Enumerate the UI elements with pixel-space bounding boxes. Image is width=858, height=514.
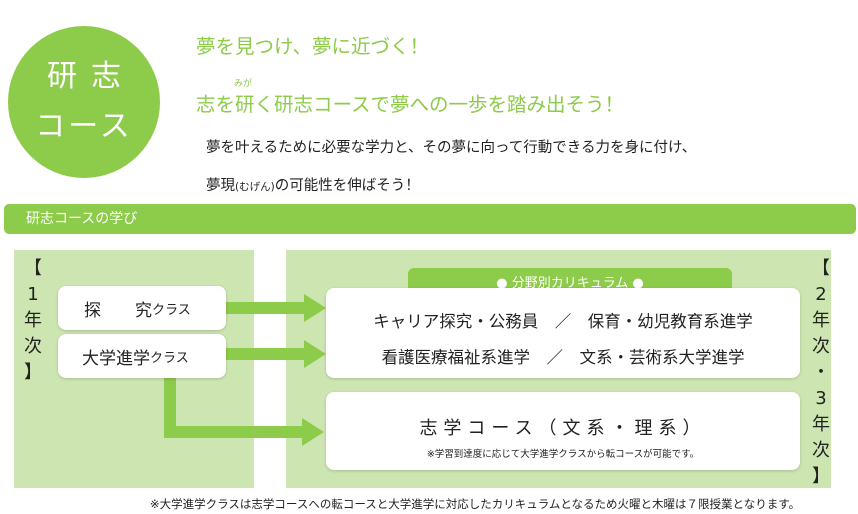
arrow-class2-to-curriculum bbox=[226, 340, 326, 368]
arrow-class1-to-curriculum bbox=[226, 294, 326, 322]
headline-2: 志を研く研志コースで夢への一歩を踏み出そう！ bbox=[196, 93, 625, 116]
shigaku-course-title: 志学コース（文系・理系） bbox=[419, 418, 707, 439]
description-line-1: 夢を叶えるために必要な学力と、その夢に向って行動できる力を身に付け、 bbox=[206, 140, 697, 156]
year1-char: 次 bbox=[24, 336, 42, 357]
year1-char: 年 bbox=[24, 310, 42, 331]
footnote: ※大学進学クラスは志学コースへの転コースと大学進学に対応したカリキュラムとなるた… bbox=[150, 497, 801, 511]
curriculum-line-2: 看護医療福祉系進学 ／ 文系・芸術系大学進学 bbox=[381, 348, 745, 367]
desc2-part-c: の可能性を伸ばそう！ bbox=[274, 178, 420, 194]
year23-char: 年 bbox=[812, 310, 830, 331]
tankyu-class-suffix: クラス bbox=[152, 302, 191, 318]
shigaku-course-box: 志学コース（文系・理系） ※学習到達度に応じて大学進学クラスから転コースが可能で… bbox=[326, 392, 800, 470]
year23-char: 】 bbox=[812, 466, 830, 487]
circle-title-line1: 研志 bbox=[47, 59, 135, 94]
tankyu-class-box: 探 究クラス bbox=[58, 286, 226, 330]
year23-char: 2 bbox=[815, 284, 827, 305]
year1-char: 【 bbox=[24, 258, 42, 279]
desc2-ruby-reading: (むげん) bbox=[235, 181, 275, 193]
year23-char: ・ bbox=[812, 362, 830, 383]
desc2-part-a: 夢現 bbox=[206, 178, 235, 194]
circle-title-line2: コース bbox=[35, 109, 133, 144]
year1-label: 【 1 年 次 】 bbox=[20, 256, 46, 386]
course-circle-badge: 研志 コース bbox=[8, 26, 160, 178]
curriculum-box: キャリア探究・公務員 ／ 保育・幼児教育系進学 看護医療福祉系進学 ／ 文系・芸… bbox=[326, 288, 800, 378]
section-bar bbox=[4, 204, 856, 234]
arrow-class2-to-shigaku bbox=[164, 378, 324, 446]
year23-char: 次 bbox=[812, 440, 830, 461]
year23-label: 【 2 年 次 ・ 3 年 次 】 bbox=[808, 256, 834, 490]
section-title: 研志コースの学び bbox=[26, 211, 138, 227]
year23-char: 年 bbox=[812, 414, 830, 435]
year23-char: 【 bbox=[812, 258, 830, 279]
daigaku-class-box: 大学進学クラス bbox=[58, 334, 226, 378]
year1-char: 】 bbox=[24, 362, 42, 383]
headline-1: 夢を見つけ、夢に近づく！ bbox=[196, 35, 430, 58]
headline-ruby: みが bbox=[234, 79, 253, 89]
year23-char: 次 bbox=[812, 336, 830, 357]
tankyu-class-name: 探 究 bbox=[84, 300, 152, 321]
daigaku-class-suffix: クラス bbox=[150, 350, 189, 366]
year1-char: 1 bbox=[27, 284, 39, 305]
curriculum-line-1: キャリア探究・公務員 ／ 保育・幼児教育系進学 bbox=[373, 312, 753, 331]
shigaku-course-note: ※学習到達度に応じて大学進学クラスから転コースが可能です。 bbox=[426, 449, 700, 460]
description-line-2: 夢現(むげん)の可能性を伸ばそう！ bbox=[206, 174, 420, 195]
year23-char: 3 bbox=[815, 388, 827, 409]
daigaku-class-name: 大学進学 bbox=[82, 348, 150, 369]
